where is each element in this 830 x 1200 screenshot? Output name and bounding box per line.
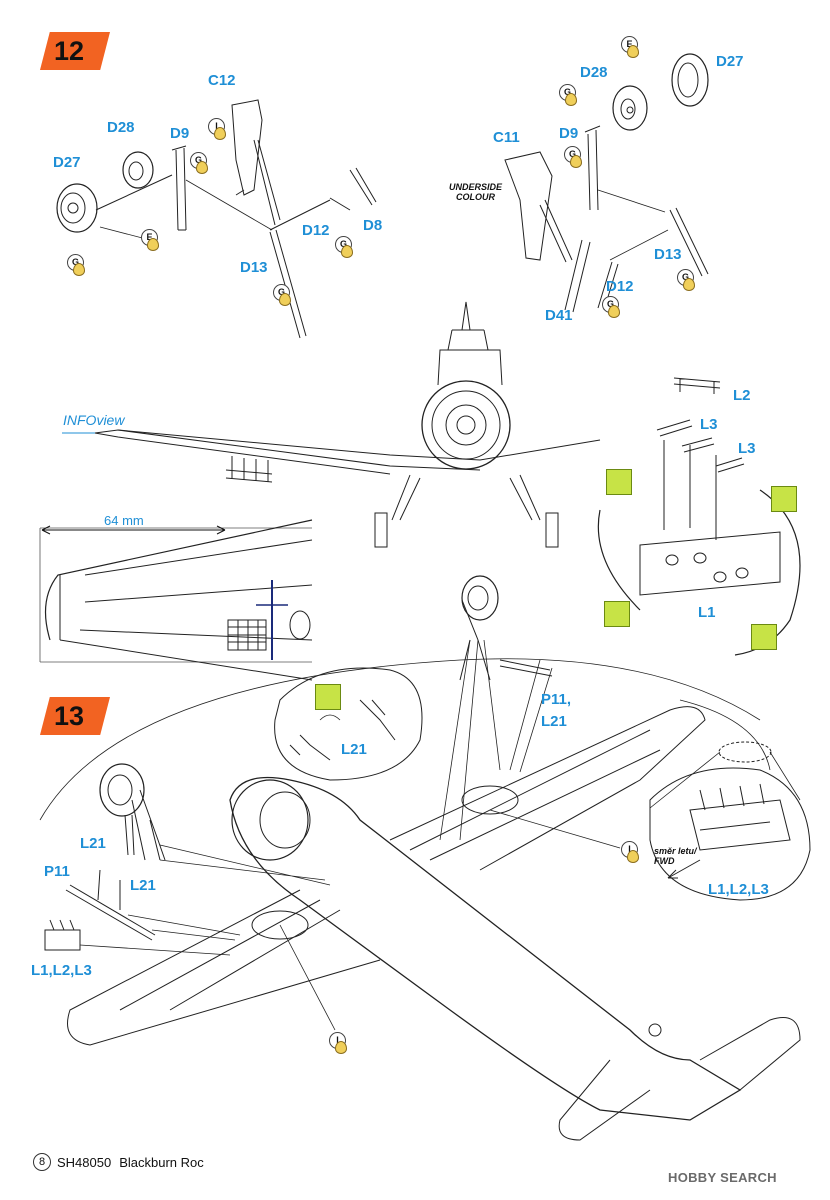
label-l123-left: L1,L2,L3 [31, 962, 92, 979]
paint-drop-icon [570, 155, 582, 168]
paint-drop-icon [683, 278, 695, 291]
label-c11: C11 [493, 129, 520, 146]
aircraft-underside-view [39, 658, 801, 1141]
paint-drop-icon [565, 93, 577, 106]
right-gear-assembly [504, 53, 709, 313]
paint-i-leader [279, 924, 336, 1031]
label-l3-b: L3 [738, 440, 756, 457]
label-d13-right: D13 [654, 246, 682, 263]
label-d9-left: D9 [170, 125, 190, 142]
infoview-label: INFOview [63, 412, 125, 428]
pe-bend-icon [315, 684, 341, 710]
paint-chip-i: I [621, 841, 639, 863]
paint-chip-g: G [602, 296, 620, 318]
page-footer: 8 SH48050 Blackburn Roc [33, 1152, 204, 1172]
label-p11-l21-line2: L21 [541, 713, 567, 730]
direction-note: směr letu/ FWD [654, 846, 697, 867]
step-13-badge: 13 [40, 697, 120, 735]
paint-drop-icon [214, 127, 226, 140]
front-view-aircraft [94, 301, 601, 548]
underside-colour-note: UNDERSIDE COLOUR [449, 182, 502, 203]
paint-drop-icon [627, 45, 639, 58]
paint-chip-g: G [677, 269, 695, 291]
paint-chip-g: G [273, 284, 291, 306]
label-d41: D41 [545, 307, 573, 324]
direction-note-line2: FWD [654, 856, 675, 867]
label-l3-a: L3 [700, 416, 718, 433]
label-d12-right: D12 [606, 278, 634, 295]
underside-note-line2: COLOUR [456, 192, 495, 203]
label-d27-left: D27 [53, 154, 81, 171]
label-l1: L1 [698, 604, 716, 621]
paint-chip-g: G [559, 84, 577, 106]
paint-chip-g: G [564, 146, 582, 168]
paint-chip-g: G [335, 236, 353, 258]
pe-bend-icon [604, 601, 630, 627]
label-d8: D8 [363, 217, 383, 234]
kit-title: Blackburn Roc [119, 1154, 204, 1170]
dimension-label: 64 mm [104, 513, 144, 528]
paint-chip-g: G [190, 152, 208, 174]
bomb-rack-detail-inset [649, 741, 811, 901]
paint-drop-icon [335, 1041, 347, 1054]
page-number: 8 [33, 1153, 51, 1171]
paint-drop-icon [196, 161, 208, 174]
label-l123-right: L1,L2,L3 [708, 881, 769, 898]
watermark-logo: HOBBY SEARCH [668, 1170, 777, 1185]
label-c12: C12 [208, 72, 236, 89]
step13-left-gear [99, 763, 331, 886]
step-13-number: 13 [54, 701, 85, 731]
paint-chip-e: E [141, 229, 159, 251]
paint-drop-icon [341, 245, 353, 258]
label-l2: L2 [733, 387, 751, 404]
label-l21-left: L21 [80, 835, 106, 852]
kit-code: SH48050 [57, 1154, 112, 1170]
bomb-rack-assembly [597, 377, 801, 656]
label-d9-right: D9 [559, 125, 579, 142]
l21-detail-inset [274, 667, 423, 781]
paint-chip-i: I [329, 1032, 347, 1054]
paint-drop-icon [627, 850, 639, 863]
pe-bend-icon [771, 486, 797, 512]
paint-drop-icon [73, 263, 85, 276]
label-l21-left2: L21 [130, 877, 156, 894]
step-12-number: 12 [54, 36, 85, 66]
label-d13-left: D13 [240, 259, 268, 276]
paint-drop-icon [608, 305, 620, 318]
paint-chip-e: E [621, 36, 639, 58]
paint-i-leader-2 [489, 809, 621, 849]
label-d12-left: D12 [302, 222, 330, 239]
paint-chip-g: G [67, 254, 85, 276]
paint-drop-icon [147, 238, 159, 251]
step13-right-gear [439, 575, 553, 841]
underside-note-line1: UNDERSIDE [449, 182, 503, 192]
pe-bend-icon [751, 624, 777, 650]
label-p11-l21-line1: P11, [541, 691, 572, 708]
step13-left-rail [44, 869, 241, 956]
label-p11-left: P11 [44, 863, 70, 880]
wing-closeup-inset [39, 519, 313, 681]
label-d28-left: D28 [107, 119, 135, 136]
label-l21-inset: L21 [341, 741, 367, 758]
label-d27-right: D27 [716, 53, 744, 70]
direction-note-line1: směr letu/ [654, 846, 697, 856]
pe-bend-icon [606, 469, 632, 495]
step-12-badge: 12 [40, 32, 120, 70]
paint-chip-i: I [208, 118, 226, 140]
label-d28-right: D28 [580, 64, 608, 81]
paint-drop-icon [279, 293, 291, 306]
